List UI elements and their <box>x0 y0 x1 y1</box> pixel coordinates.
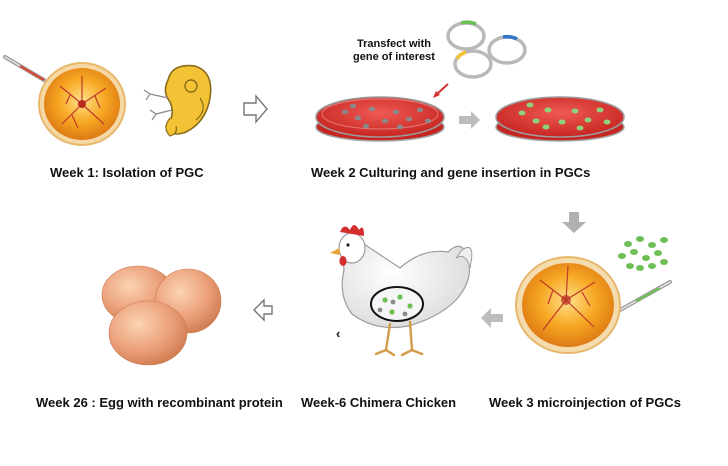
step-label-week3: Week 3 microinjection of PGCs <box>489 395 681 410</box>
embryo-icon <box>143 64 212 137</box>
arrow-left-outline-icon <box>253 298 273 322</box>
arrow-gray-right-icon <box>459 111 480 129</box>
transfect-note-line1: Transfect with <box>357 38 431 50</box>
plasmid-insert-yellow-icon <box>455 50 467 61</box>
petri-dish-gray-cells-icon <box>315 96 445 142</box>
arrow-gray-left-icon <box>481 308 503 328</box>
egg-icon <box>101 265 222 366</box>
chimera-cells-circle <box>370 286 424 322</box>
green-cells-icon <box>618 236 668 271</box>
chicken-icon: ‹ <box>330 225 473 357</box>
step-label-week6: Week-6 Chimera Chicken <box>301 395 457 410</box>
arrow-gray-down-icon <box>562 212 586 233</box>
step-label-week1: Week 1: Isolation of PGC <box>50 165 204 180</box>
step-label-week2: Week 2 Culturing and gene insertion in P… <box>311 165 591 180</box>
pipette-icon <box>618 280 672 312</box>
step-label-week26: Week 26 : Egg with recombinant protein <box>36 395 283 410</box>
embryo-dish-week3-icon <box>515 256 621 354</box>
transfect-note-line2: gene of interest <box>353 51 435 63</box>
transfect-note: Transfect with gene of interest <box>344 38 444 64</box>
svg-text:‹: ‹ <box>336 326 340 341</box>
petri-dish-green-cells-icon <box>495 96 625 142</box>
plasmid-icon <box>446 21 527 79</box>
embryo-dish-week1-icon <box>3 55 126 146</box>
plasmid-insert-blue-icon <box>502 34 518 41</box>
plasmid-insert-green-icon <box>460 20 477 26</box>
arrow-right-icon <box>243 94 268 124</box>
